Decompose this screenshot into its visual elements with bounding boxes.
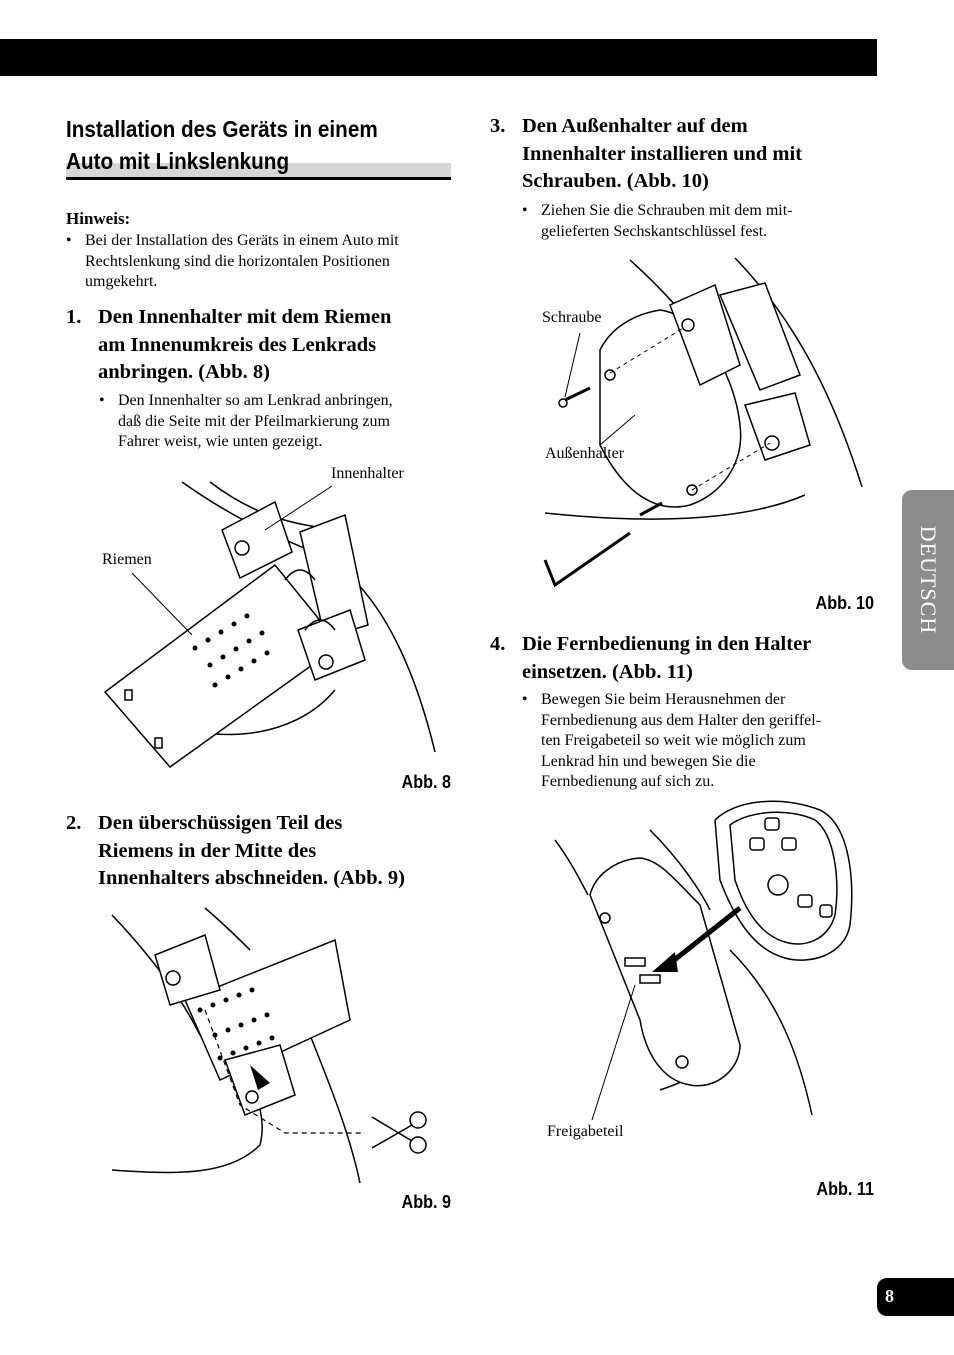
label-freigabeteil: Freigabeteil	[547, 1123, 624, 1140]
step-3-bullet: • Ziehen Sie die Schrauben mit dem mit- …	[522, 201, 861, 242]
label-schraube: Schraube	[542, 309, 602, 326]
step-2-line-3: Innenhalters abschneiden. (Abb. 9)	[98, 867, 405, 889]
step-2: 2. Den überschüssigen Teil des Riemens i…	[66, 810, 405, 893]
heading-line-1: Installation des Geräts in einem	[66, 116, 378, 142]
note-line-1: Bei der Installation des Geräts in einem…	[85, 232, 399, 249]
step-4-bullet-line-3: ten Freigabeteil so weit wie möglich zum	[541, 732, 806, 749]
step-number: 3.	[490, 115, 506, 137]
heading-line-2: Auto mit Linkslenkung	[66, 148, 290, 174]
step-number: 1.	[66, 306, 82, 328]
step-1-line-1: Den Innenhalter mit dem Riemen	[98, 306, 392, 328]
language-tab: DEUTSCH	[902, 490, 954, 670]
step-4: 4. Die Fernbedienung in den Halter einse…	[490, 631, 812, 686]
note-bullet: • Bei der Installation des Geräts in ein…	[66, 231, 455, 293]
figure-8-illustration	[100, 470, 450, 770]
bullet-dot: •	[522, 202, 528, 219]
caption-abb-11: Abb. 11	[816, 1179, 874, 1199]
page-number-badge: 8	[877, 1278, 954, 1316]
note-title: Hinweis:	[66, 209, 131, 228]
step-3-line-1: Den Außenhalter auf dem	[522, 115, 748, 137]
note-line-3: umgekehrt.	[85, 273, 158, 290]
figure-10-illustration	[540, 255, 870, 590]
page-number: 8	[885, 1286, 894, 1306]
note-line-2: Rechtslenkung sind die horizontalen Posi…	[85, 252, 390, 270]
step-4-bullet-line-1: Bewegen Sie beim Herausnehmen der	[541, 691, 786, 708]
label-innenhalter: Innenhalter	[331, 465, 404, 482]
step-3: 3. Den Außenhalter auf dem Innenhalter i…	[490, 113, 803, 196]
figure-11-illustration	[550, 800, 860, 1130]
step-3-line-3: Schrauben. (Abb. 10)	[522, 170, 709, 192]
step-2-line-2: Riemens in der Mitte des	[98, 839, 317, 862]
step-3-bullet-line-2: gelieferten Sechskantschlüssel fest.	[541, 222, 768, 240]
bullet-dot: •	[66, 232, 72, 249]
step-number: 4.	[490, 633, 506, 655]
caption-abb-8: Abb. 8	[401, 772, 451, 792]
language-tab-label: DEUTSCH	[916, 525, 941, 635]
step-1-bullet-line-2: daß die Seite mit der Pfeilmarkierung zu…	[118, 412, 390, 430]
caption-abb-10: Abb. 10	[815, 593, 874, 613]
top-bar	[0, 39, 877, 76]
step-1-line-3: anbringen. (Abb. 8)	[98, 361, 271, 383]
step-3-line-2: Innenhalter installieren und mit	[522, 142, 803, 165]
step-4-bullet-line-4: Lenkrad hin und bewegen Sie die	[541, 752, 756, 770]
section-heading: Installation des Geräts in einem Auto mi…	[66, 113, 413, 177]
step-1-bullet-line-1: Den Innenhalter so am Lenkrad anbringen,	[118, 392, 393, 409]
step-number: 2.	[66, 812, 82, 834]
step-1-bullet-line-3: Fahrer weist, wie unten gezeigt.	[118, 433, 323, 450]
step-4-line-1: Die Fernbedienung in den Halter	[522, 633, 812, 655]
scissors-icon	[372, 1112, 426, 1153]
step-1-bullet: • Den Innenhalter so am Lenkrad anbringe…	[99, 391, 458, 453]
label-aussenhalter: Außenhalter	[545, 445, 625, 462]
bullet-dot: •	[522, 691, 528, 708]
step-1: 1. Den Innenhalter mit dem Riemen am Inn…	[66, 304, 392, 387]
label-riemen: Riemen	[102, 551, 152, 568]
heading-underline	[66, 163, 451, 180]
figure-9-illustration	[110, 905, 440, 1185]
step-1-line-2: am Innenumkreis des Lenkrads	[98, 333, 377, 356]
step-2-line-1: Den überschüssigen Teil des	[98, 812, 343, 834]
step-4-bullet-line-5: Fernbedienung auf sich zu.	[541, 773, 715, 790]
step-4-bullet-line-2: Fernbedienung aus dem Halter den geriffe…	[541, 711, 822, 729]
bullet-dot: •	[99, 392, 105, 409]
step-3-bullet-line-1: Ziehen Sie die Schrauben mit dem mit-	[541, 202, 793, 219]
caption-abb-9: Abb. 9	[401, 1192, 451, 1212]
step-4-line-2: einsetzen. (Abb. 11)	[522, 660, 693, 683]
step-4-bullet: • Bewegen Sie beim Herausnehmen der Fern…	[522, 690, 871, 793]
